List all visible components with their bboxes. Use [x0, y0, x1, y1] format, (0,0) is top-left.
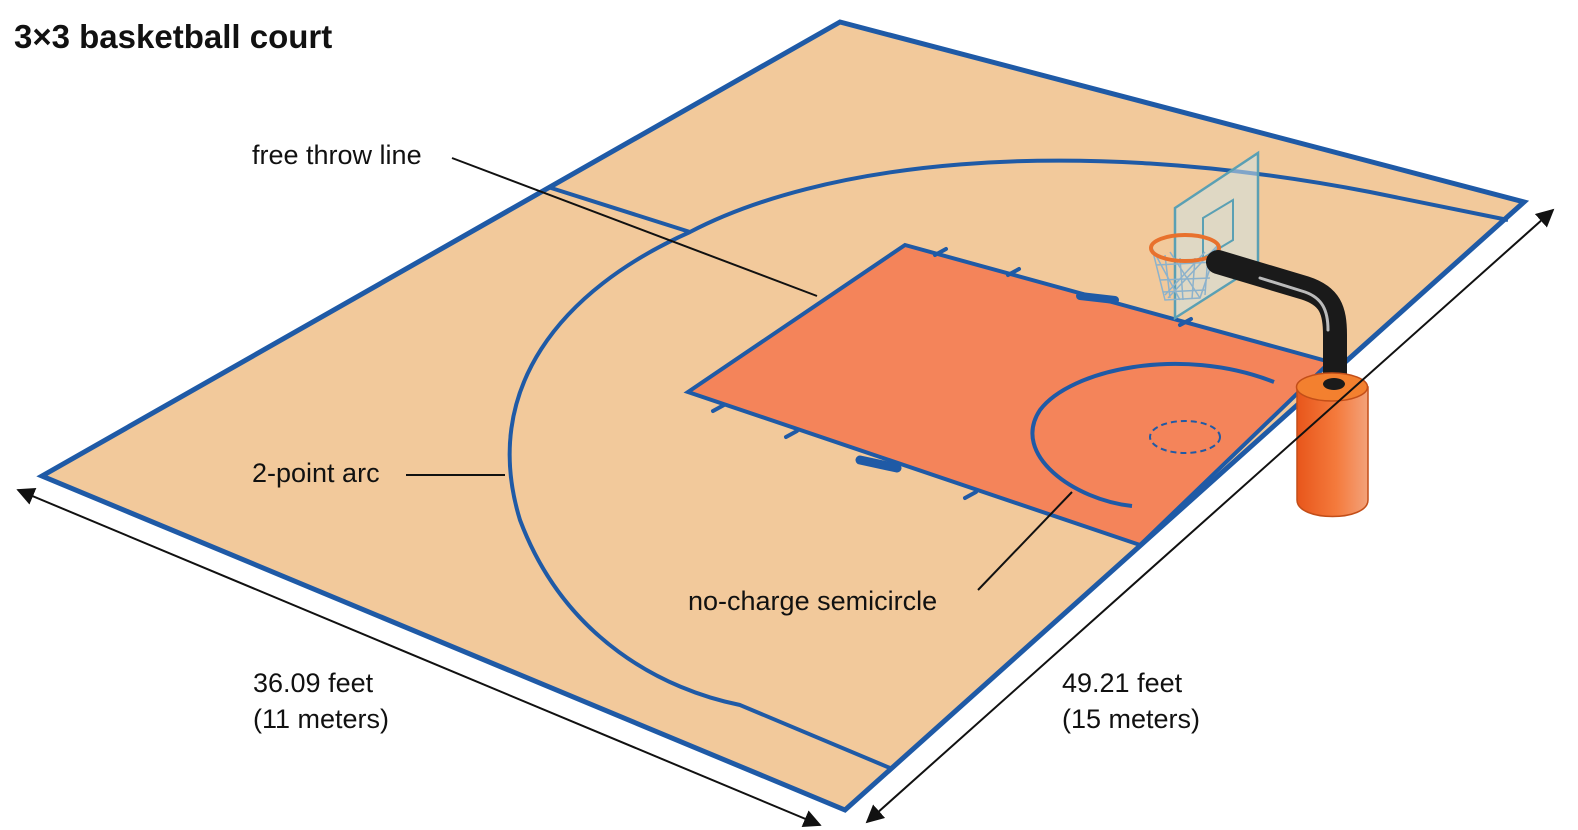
width-dimension-arrow [16, 487, 822, 828]
free-throw-leader [451, 157, 818, 297]
no-charge-semicircle-label: no-charge semicircle [688, 586, 937, 616]
two-point-arc-label: 2-point arc [252, 458, 380, 488]
post-pad [1295, 372, 1369, 518]
no-charge-leader [977, 491, 1073, 591]
width-meters-label: (11 meters) [253, 704, 389, 734]
length-dimension-arrow [865, 208, 1555, 824]
free-throw-line-label: free throw line [252, 140, 422, 170]
diagram-title: 3×3 basketball court [14, 18, 333, 55]
width-feet-label: 36.09 feet [253, 668, 374, 698]
length-feet-label: 49.21 feet [1062, 668, 1183, 698]
length-meters-label: (15 meters) [1062, 704, 1200, 734]
